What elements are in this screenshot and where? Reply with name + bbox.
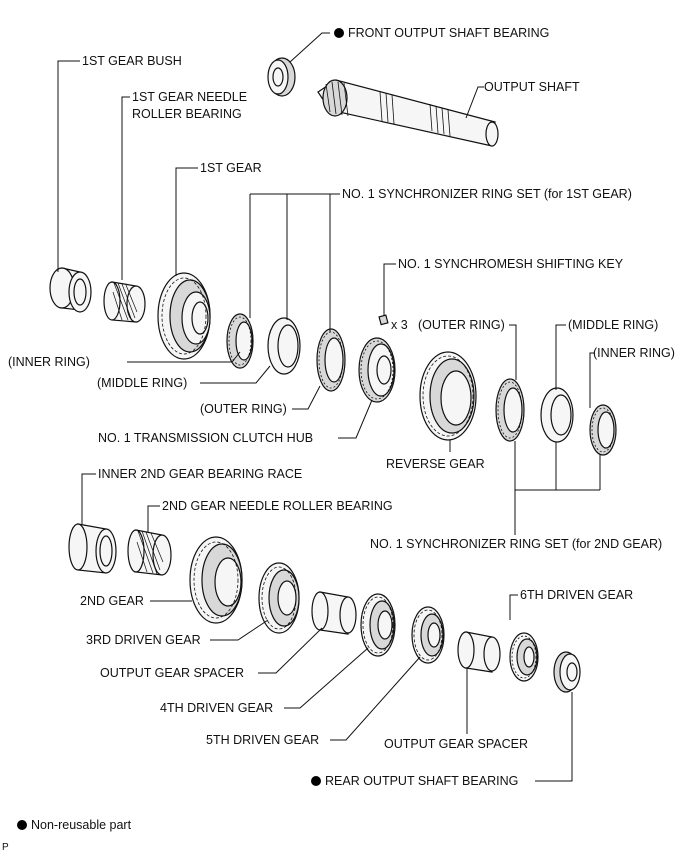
sixth-driven-gear-label: 6TH DRIVEN GEAR (520, 588, 633, 602)
second-gear-needle-bearing-label: 2ND GEAR NEEDLE ROLLER BEARING (162, 499, 393, 513)
inner-2nd-gear-bearing-race-label: INNER 2ND GEAR BEARING RACE (98, 467, 302, 481)
first-gear-needle-bearing-part (103, 281, 146, 323)
rear-output-shaft-bearing-part (553, 651, 581, 693)
clutch-hub-label: NO. 1 TRANSMISSION CLUTCH HUB (98, 431, 313, 445)
sync-ring-1st-middle-part (267, 317, 301, 375)
shifting-key-qty-label: x 3 (391, 318, 408, 332)
reverse-gear-part (419, 351, 477, 441)
front-output-shaft-bearing-part (267, 57, 296, 97)
rear-output-shaft-bearing-label: REAR OUTPUT SHAFT BEARING (325, 774, 518, 788)
first-gear-needle-bearing-label-1: 1ST GEAR NEEDLE (132, 90, 247, 104)
sync-ring-set-2nd-label: NO. 1 SYNCHRONIZER RING SET (for 2ND GEA… (370, 537, 662, 551)
sixth-driven-gear-part (509, 632, 539, 682)
sync-ring-set-1st-label: NO. 1 SYNCHRONIZER RING SET (for 1ST GEA… (342, 187, 632, 201)
inner-ring-1st-label: (INNER RING) (8, 355, 90, 369)
legend-bullet-icon (17, 820, 27, 830)
fourth-driven-gear-label: 4TH DRIVEN GEAR (160, 701, 273, 715)
second-gear-label: 2ND GEAR (80, 594, 144, 608)
reverse-gear-label: REVERSE GEAR (386, 457, 485, 471)
second-gear-needle-bearing-part (127, 529, 172, 576)
sync-ring-1st-outer-part (316, 328, 346, 392)
sync-ring-2nd-outer-part (495, 378, 525, 442)
output-shaft-label: OUTPUT SHAFT (484, 80, 580, 94)
footer-mark: P (2, 842, 9, 853)
outer-ring-1st-label: (OUTER RING) (200, 402, 287, 416)
first-gear-bush-part (49, 267, 92, 313)
first-gear-bush-label: 1ST GEAR BUSH (82, 54, 182, 68)
output-gear-spacer-2-label: OUTPUT GEAR SPACER (384, 737, 528, 751)
shifting-key-part (378, 314, 389, 326)
output-gear-spacer-1-label: OUTPUT GEAR SPACER (100, 666, 244, 680)
legend-non-reusable-label: Non-reusable part (31, 818, 132, 832)
fifth-driven-gear-part (411, 606, 445, 664)
inner-2nd-gear-bearing-race-part (68, 523, 117, 574)
first-gear-needle-bearing-label-2: ROLLER BEARING (132, 107, 242, 121)
third-driven-gear-part (258, 562, 300, 634)
middle-ring-2nd-label: (MIDDLE RING) (568, 318, 658, 332)
output-gear-spacer-1-part (311, 591, 357, 635)
sync-ring-1st-inner-part (226, 313, 254, 369)
third-driven-gear-label: 3RD DRIVEN GEAR (86, 633, 201, 647)
second-gear-part (189, 536, 243, 624)
fifth-driven-gear-label: 5TH DRIVEN GEAR (206, 733, 319, 747)
output-gear-spacer-2-part (457, 631, 501, 673)
front-output-shaft-bearing-label: FRONT OUTPUT SHAFT BEARING (348, 26, 549, 40)
sync-ring-2nd-inner-part (589, 404, 617, 456)
non-reusable-bullet-icon (334, 28, 344, 38)
output-shaft-part (317, 79, 499, 147)
fourth-driven-gear-part (360, 593, 396, 657)
outer-ring-2nd-label: (OUTER RING) (418, 318, 505, 332)
non-reusable-bullet-icon (311, 776, 321, 786)
sync-ring-2nd-middle-part (540, 387, 574, 443)
first-gear-label: 1ST GEAR (200, 161, 262, 175)
middle-ring-1st-label: (MIDDLE RING) (97, 376, 187, 390)
clutch-hub-part (358, 337, 396, 403)
shifting-key-label: NO. 1 SYNCHROMESH SHIFTING KEY (398, 257, 624, 271)
first-gear-part (157, 272, 211, 360)
inner-ring-2nd-label: (INNER RING) (593, 346, 675, 360)
